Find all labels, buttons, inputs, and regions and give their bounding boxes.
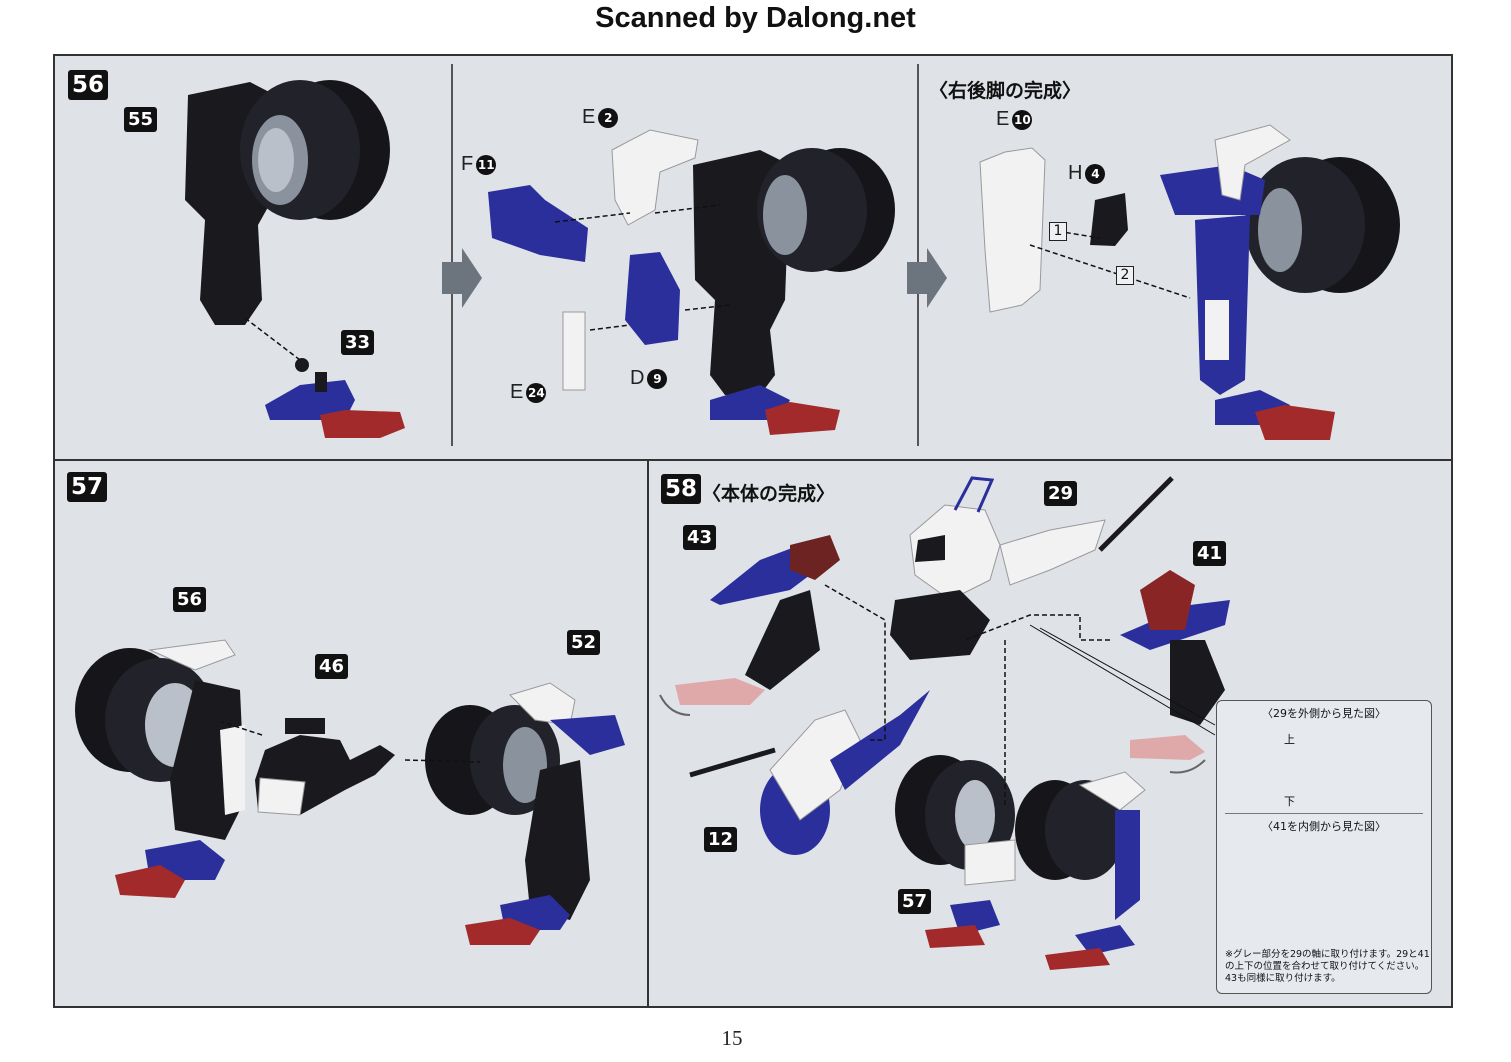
- part-tag-29: 29: [1044, 481, 1078, 506]
- next-step-arrow: [442, 248, 482, 308]
- front-right-leg-41: [1120, 570, 1230, 760]
- part-label-e24: E 24: [510, 381, 547, 404]
- completion-title: 〈本体の完成〉: [702, 483, 836, 505]
- runner-letter: H: [1068, 162, 1083, 184]
- foot-33: [265, 358, 405, 438]
- runner-letter: E: [996, 108, 1010, 130]
- inset-divider: [1225, 813, 1423, 814]
- part-f11: [488, 185, 588, 262]
- part-tag-46: 46: [315, 654, 349, 679]
- left-hind-leg-56: [75, 639, 245, 898]
- right-hind-leg-52: [425, 682, 625, 945]
- label-up: 上: [1284, 733, 1295, 746]
- page-number: 15: [721, 1026, 743, 1050]
- front-left-leg-43: [675, 535, 840, 705]
- next-step-arrow: [907, 248, 947, 308]
- head-torso-29: [890, 476, 1174, 660]
- part-number: 2: [598, 107, 619, 128]
- runner-letter: E: [510, 381, 524, 403]
- runner-letter: F: [461, 153, 474, 175]
- part-e10: [979, 147, 1046, 313]
- part-tag-41: 41: [1193, 541, 1227, 566]
- part-label-h4: H 4: [1068, 162, 1106, 185]
- inset-caption-29: 〈29を外側から見た図〉: [1262, 707, 1386, 720]
- detail-inset: 〈29を外側から見た図〉 上 下 〈41を内側から見た図〉 ※グレー部分を29の…: [1216, 700, 1432, 994]
- leg-assembly-middle: [693, 148, 895, 435]
- leg-assembly-55: [185, 80, 390, 325]
- part-number: 11: [476, 154, 497, 175]
- step-number: 56: [68, 70, 109, 100]
- body-assembly-57: [895, 755, 1146, 970]
- part-number: 9: [647, 368, 668, 389]
- completion-title: 〈右後脚の完成〉: [929, 80, 1082, 102]
- completed-right-hind-leg: [1160, 124, 1400, 440]
- part-h4: [1090, 193, 1128, 246]
- hip-joint-46: [255, 718, 395, 816]
- divider: [917, 64, 919, 446]
- part-tag-56: 56: [173, 587, 207, 612]
- part-tag-57: 57: [898, 889, 932, 914]
- scanner-credit: Scanned by Dalong.net: [595, 2, 916, 34]
- runner-letter: E: [582, 106, 596, 128]
- part-label-d9: D 9: [630, 367, 668, 390]
- part-number: 24: [526, 382, 547, 403]
- part-tag-55: 55: [124, 107, 158, 132]
- part-tag-12: 12: [704, 827, 738, 852]
- divider: [451, 64, 453, 446]
- runner-letter: D: [630, 367, 645, 389]
- part-tag-33: 33: [341, 330, 375, 355]
- part-label-e10: E 10: [996, 108, 1033, 131]
- part-e2: [611, 129, 699, 226]
- inset-note: ※グレー部分を29の軸に取り付けます。29と41の上下の位置を合わせて取り付けて…: [1225, 949, 1430, 984]
- part-tag-43: 43: [683, 525, 717, 550]
- part-tag-52: 52: [567, 630, 601, 655]
- part-label-e2: E 2: [582, 106, 619, 129]
- step-number: 58: [661, 474, 702, 504]
- part-number: 10: [1012, 109, 1033, 130]
- order-mark-2: 2: [1116, 266, 1134, 285]
- part-label-f11: F 11: [461, 153, 497, 176]
- order-mark-1: 1: [1049, 222, 1067, 241]
- part-number: 4: [1085, 163, 1106, 184]
- step-number: 57: [67, 472, 108, 502]
- label-down: 下: [1284, 795, 1295, 808]
- part-e24: [562, 311, 586, 391]
- inset-caption-41: 〈41を内側から見た図〉: [1262, 820, 1386, 833]
- part-d9: [625, 252, 680, 345]
